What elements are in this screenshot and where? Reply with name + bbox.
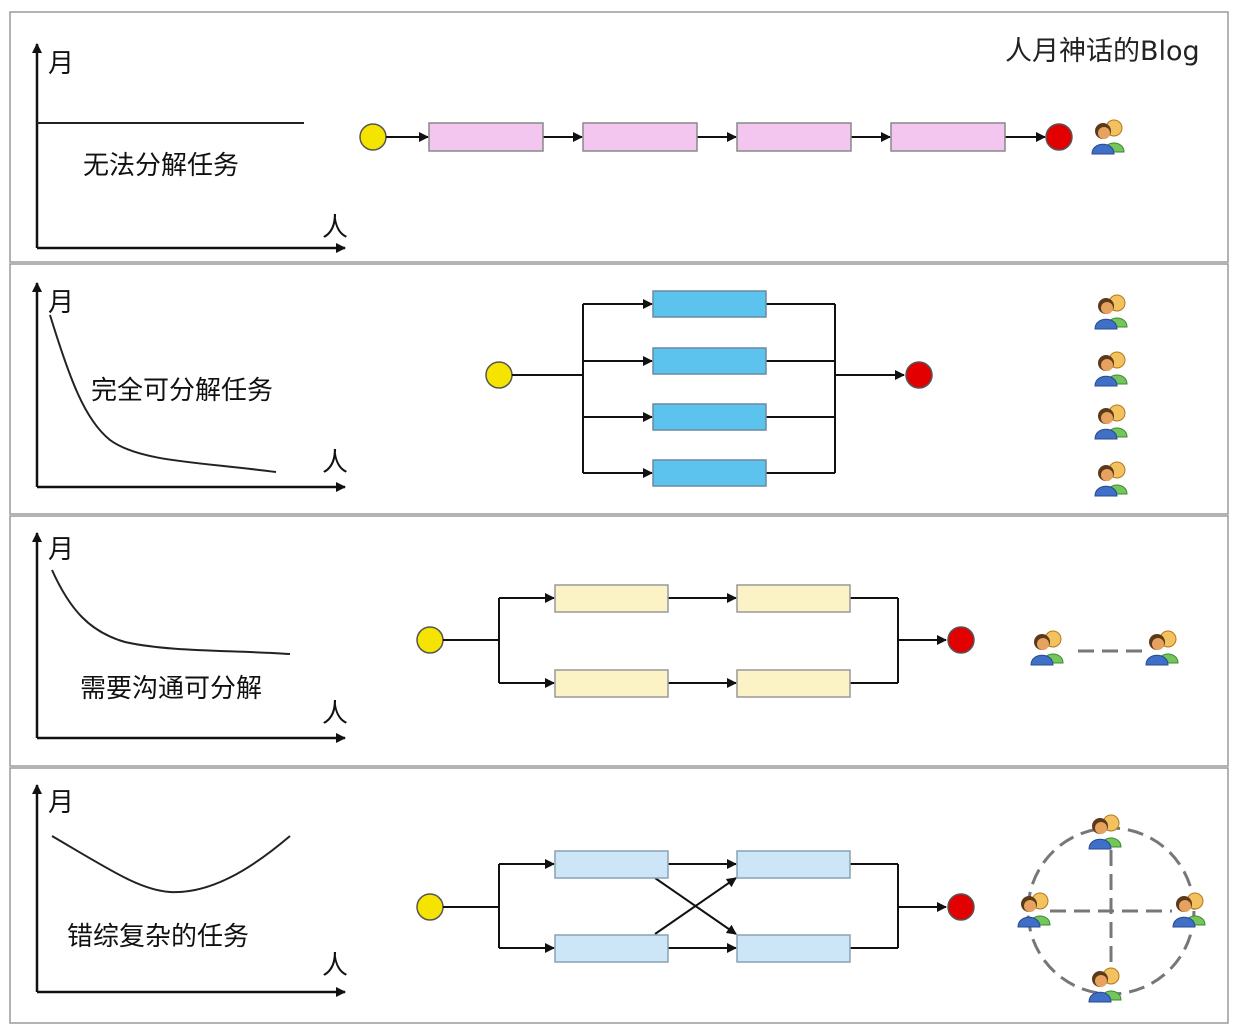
task-box [554,850,669,879]
curve-u-shape [51,835,291,894]
task-box [736,850,851,879]
curve-decay [51,569,291,655]
task-box [582,122,698,152]
panel-2-flow [485,290,933,487]
panel-3-frame [9,515,1229,767]
start-node [416,626,444,654]
end-node [1045,123,1073,151]
task-box [736,934,851,963]
watermark-text: 人月神话的Blog [1005,36,1200,67]
panel-4: 月 人 错综复杂的任务 [32,784,1206,1003]
task-box [652,403,767,431]
task-box [428,122,544,152]
panel-3: 月 人 需要沟通可分解 [32,532,1179,743]
end-node [905,361,933,389]
y-axis-label: 月 [48,49,74,79]
y-axis-label: 月 [48,535,74,565]
panel-1: 月 人 无法分解任务 [32,43,1125,253]
panel-label: 无法分解任务 [83,151,239,181]
start-node [359,123,387,151]
x-axis-label: 人 [322,699,348,729]
panel-frames [9,11,1229,1024]
panel-3-flow [416,584,975,698]
panel-1-flow [359,122,1073,152]
panel-2: 月 人 完全可分解任务 [32,282,1128,497]
panel-label: 错综复杂的任务 [67,922,249,952]
task-box [554,669,669,698]
panel-1-axes [32,43,346,253]
task-box [554,934,669,963]
x-axis-label: 人 [322,951,348,981]
task-box [890,122,1006,152]
task-box [652,459,767,487]
end-node [947,893,975,921]
panel-4-flow [416,850,975,963]
cross-arrow [654,877,737,935]
end-node [947,626,975,654]
panel-label: 完全可分解任务 [91,376,273,406]
panel-label: 需要沟通可分解 [80,674,262,704]
task-box [736,669,851,698]
x-axis-label: 人 [322,213,348,243]
start-node [485,361,513,389]
y-axis-label: 月 [48,788,74,818]
task-box [652,347,767,375]
start-node [416,893,444,921]
y-axis-label: 月 [48,288,74,318]
task-box [554,584,669,613]
x-axis-label: 人 [322,448,348,478]
curve-decay [49,314,277,473]
task-box [652,290,767,318]
task-box [736,584,851,613]
task-box [736,122,852,152]
panel-4-frame [9,767,1229,1024]
